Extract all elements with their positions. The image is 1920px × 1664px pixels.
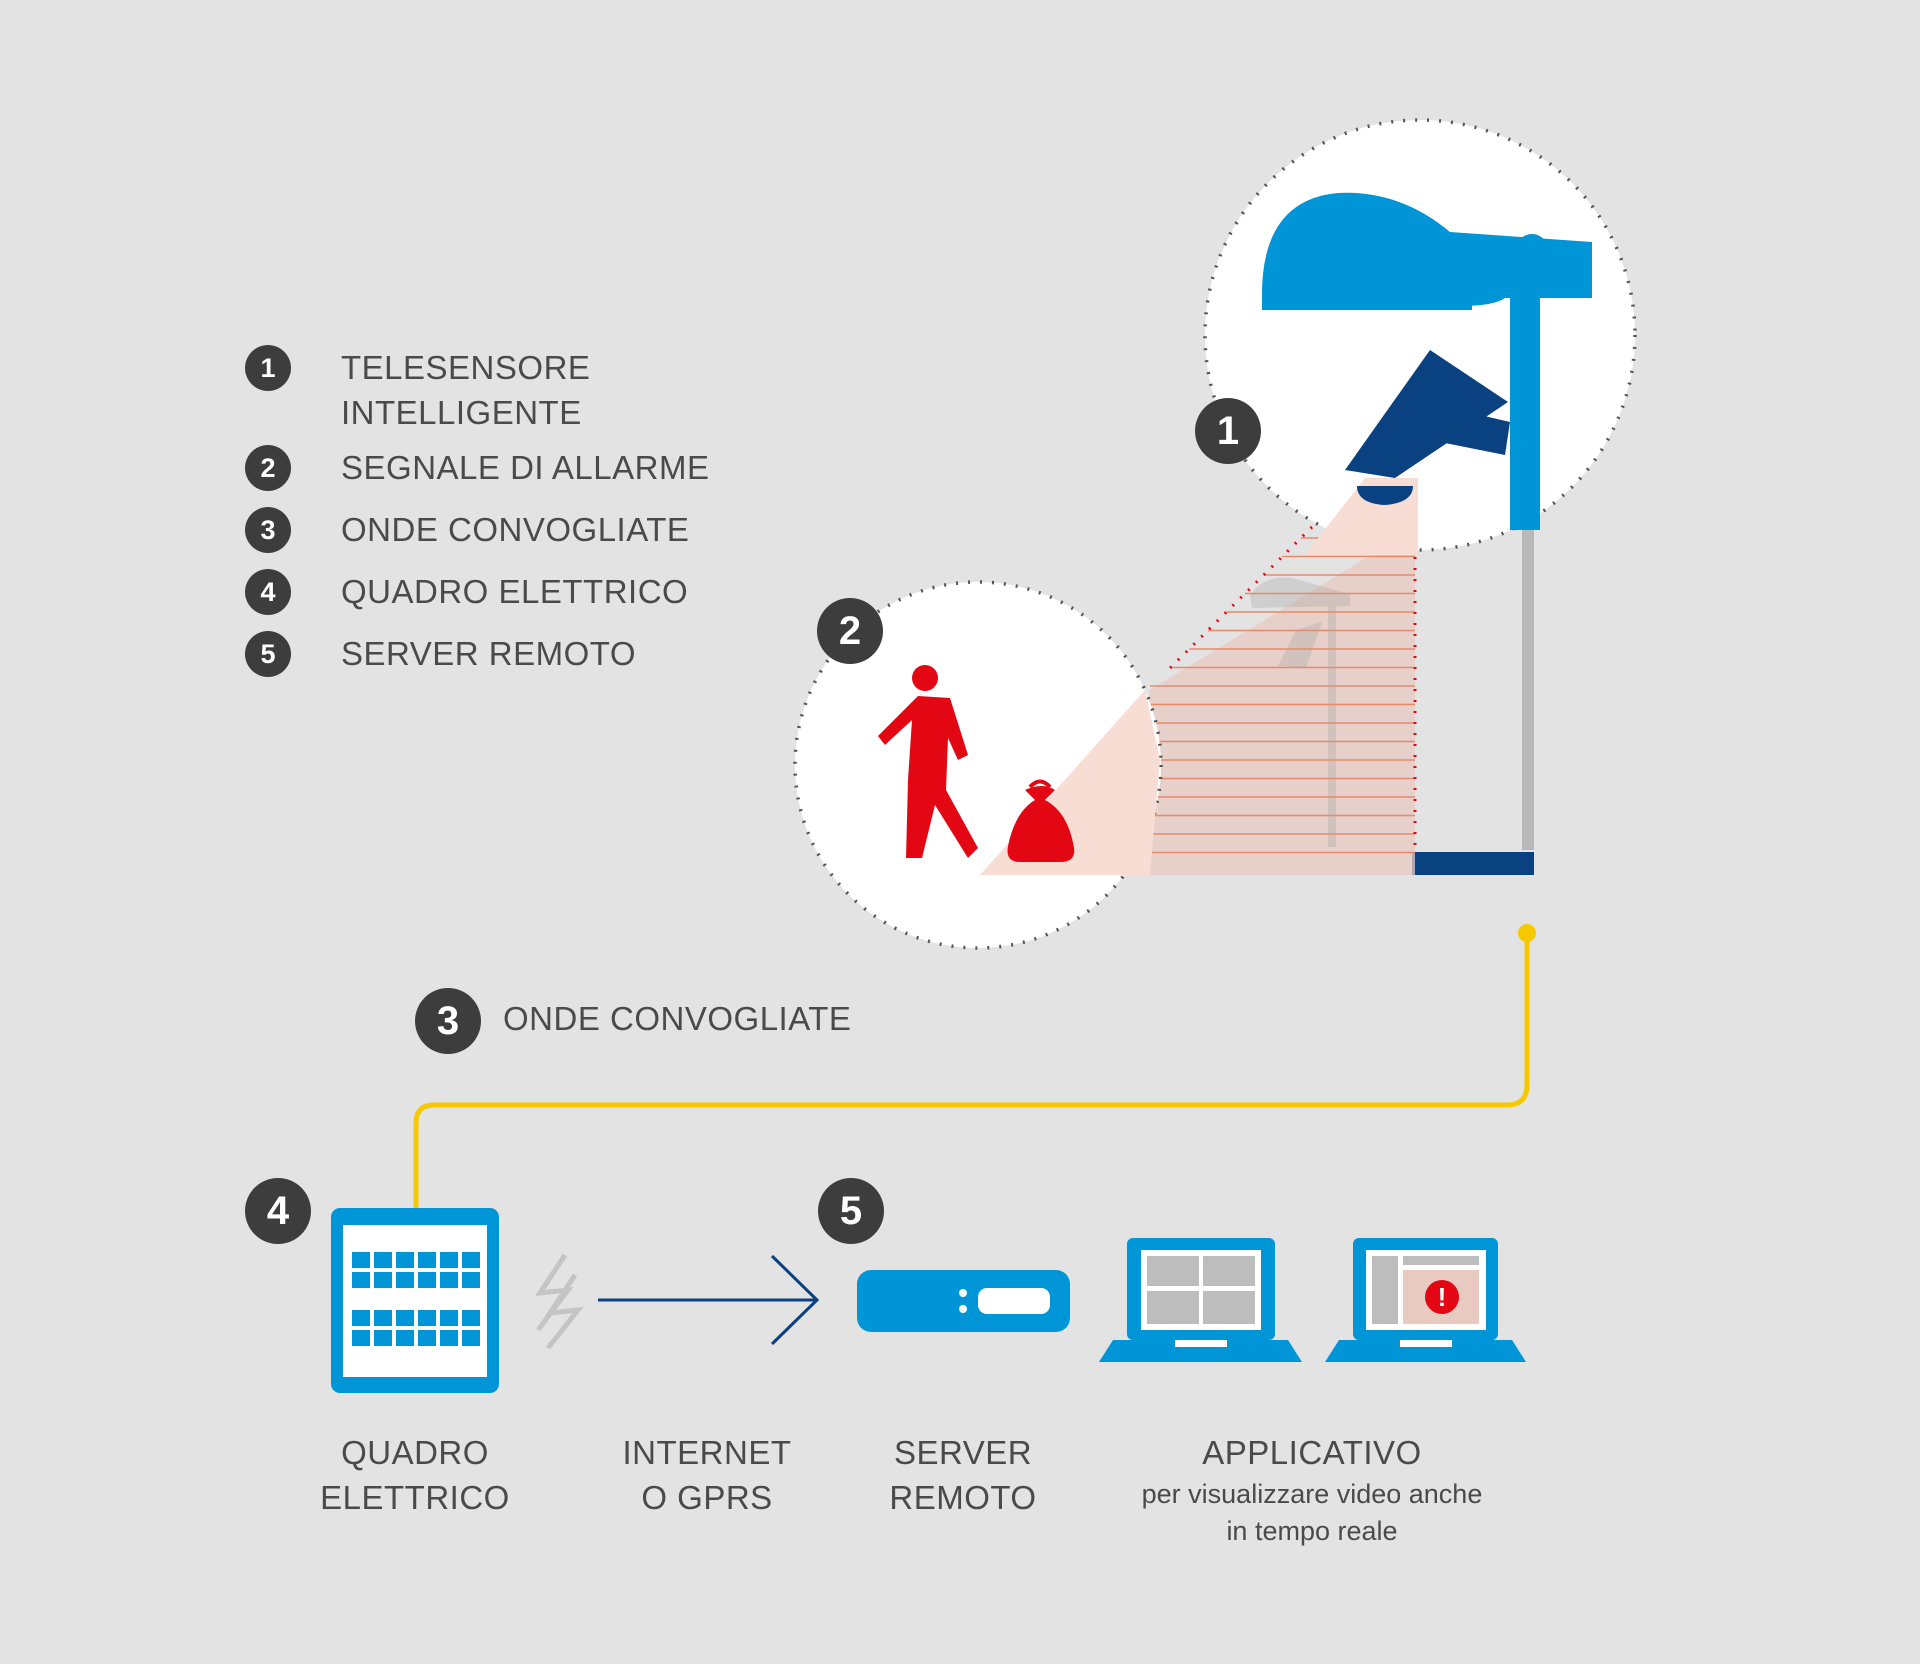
pole-grey bbox=[1522, 480, 1534, 850]
panel-cell bbox=[352, 1252, 370, 1268]
legend-number-5: 5 bbox=[245, 631, 291, 677]
panel-cell bbox=[462, 1272, 480, 1288]
legend-number-3: 3 bbox=[245, 507, 291, 553]
panel-cell bbox=[462, 1252, 480, 1268]
person-icon bbox=[878, 665, 978, 858]
panel-cell bbox=[418, 1252, 436, 1268]
detection-edge-left bbox=[1168, 525, 1314, 670]
alert-icon bbox=[1425, 1280, 1459, 1314]
panel-cell bbox=[440, 1310, 458, 1326]
alert-symbol: ! bbox=[1437, 1282, 1447, 1312]
panel-cell bbox=[396, 1272, 414, 1288]
server-icon bbox=[857, 1270, 1070, 1332]
marker-3: 3 bbox=[415, 988, 481, 1054]
panel-cell bbox=[374, 1272, 392, 1288]
panel-cell bbox=[418, 1330, 436, 1346]
panel-cell bbox=[440, 1252, 458, 1268]
legend-number-2: 2 bbox=[245, 445, 291, 491]
laptop-icon bbox=[1099, 1238, 1302, 1362]
legend-label-2: SEGNALE DI ALLARME bbox=[341, 449, 710, 486]
cable-node bbox=[1518, 924, 1536, 942]
panel-cell bbox=[418, 1272, 436, 1288]
panel-cell bbox=[374, 1310, 392, 1326]
caption-server: SERVER REMOTO bbox=[889, 1434, 1037, 1516]
panel-cell bbox=[440, 1330, 458, 1346]
pole-base bbox=[1412, 852, 1534, 875]
caption-internet: INTERNET O GPRS bbox=[622, 1434, 792, 1516]
alarm-circle bbox=[793, 580, 1163, 950]
step-3-text: ONDE CONVOGLIATE bbox=[503, 1000, 852, 1037]
legend-label-4: QUADRO ELETTRICO bbox=[341, 573, 689, 610]
panel-cell bbox=[352, 1272, 370, 1288]
street-lamp-icon bbox=[1261, 192, 1592, 310]
powerline-cable bbox=[413, 935, 1530, 1210]
panel-cell bbox=[396, 1252, 414, 1268]
sensor-circle bbox=[1203, 118, 1637, 555]
panel-cell bbox=[396, 1310, 414, 1326]
caption-app: APPLICATIVO bbox=[1202, 1434, 1422, 1471]
bag-icon bbox=[1007, 779, 1075, 862]
camera-icon bbox=[1345, 350, 1510, 505]
panel-cell bbox=[352, 1310, 370, 1326]
marker-2: 2 bbox=[817, 598, 883, 664]
panel-cell bbox=[374, 1252, 392, 1268]
detection-area bbox=[1120, 525, 1417, 875]
panel-cell bbox=[352, 1330, 370, 1346]
electrical-panel-icon bbox=[331, 1208, 499, 1393]
caption-quadro: QUADRO ELETTRICO bbox=[320, 1434, 510, 1516]
legend-label-3: ONDE CONVOGLIATE bbox=[341, 511, 690, 548]
marker-1: 1 bbox=[1195, 398, 1261, 464]
legend-label-1: TELESENSORE INTELLIGENTE bbox=[341, 349, 591, 431]
panel-cell bbox=[440, 1272, 458, 1288]
marker-4: 4 bbox=[245, 1178, 311, 1244]
panel-cell bbox=[418, 1310, 436, 1326]
legend-number-4: 4 bbox=[245, 569, 291, 615]
caption-app-sub: per visualizzare video anche in tempo re… bbox=[1141, 1479, 1483, 1546]
laptop-alert-icon bbox=[1325, 1238, 1526, 1362]
legend-number-1: 1 bbox=[245, 345, 291, 391]
panel-cell bbox=[396, 1330, 414, 1346]
scan-lines bbox=[1150, 537, 1415, 854]
panel-cell bbox=[374, 1330, 392, 1346]
legend-label-5: SERVER REMOTO bbox=[341, 635, 637, 672]
marker-5: 5 bbox=[818, 1178, 884, 1244]
lightning-icon bbox=[535, 1253, 584, 1350]
panel-cell bbox=[462, 1330, 480, 1346]
arrow-icon bbox=[598, 1254, 820, 1346]
panel-cell bbox=[462, 1310, 480, 1326]
